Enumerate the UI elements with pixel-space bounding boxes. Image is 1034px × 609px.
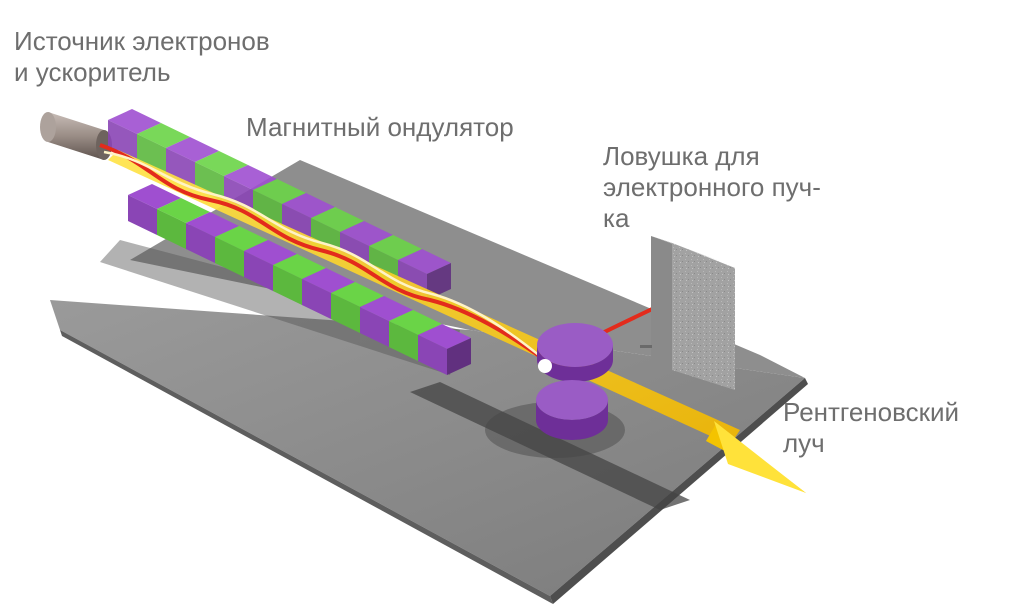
magnet-block-face (157, 198, 210, 223)
label-xray-beam: Рентгеновский луч (783, 397, 959, 459)
label-line: Магнитный ондулятор (246, 112, 514, 142)
label-line: луч (783, 428, 825, 458)
magnet-block-face (427, 263, 451, 300)
magnet-block-face (215, 237, 244, 277)
magnet-block-face (244, 240, 297, 265)
magnet-block-face (128, 195, 157, 235)
magnet-block-face (389, 310, 442, 335)
magnet-block-face (244, 251, 273, 291)
magnet-block-face (447, 338, 471, 375)
magnet-block-face (302, 268, 355, 293)
label-line: Ловушка для (603, 141, 760, 171)
magnet-block-face (166, 137, 219, 162)
magnet-block-face (273, 265, 302, 305)
beam-dump-icon (640, 236, 743, 390)
magnet-block-face (128, 184, 181, 209)
label-magnetic-undulator: Магнитный ондулятор (246, 112, 514, 143)
electron-gun-icon (40, 112, 112, 160)
magnet-block-face (224, 165, 277, 190)
magnet-block-face (253, 179, 306, 204)
magnet-block-face (398, 249, 451, 274)
label-line: Источник электронов (14, 26, 270, 56)
magnet-block-face (195, 162, 224, 202)
magnet-block-face (360, 307, 389, 347)
magnet-block-face (137, 134, 166, 174)
magnet-block-face (389, 321, 418, 361)
label-line: ка (603, 203, 630, 233)
magnet-block-face (331, 293, 360, 333)
magnet-block-face (273, 254, 326, 279)
magnet-block-face (340, 221, 393, 246)
magnet-block-face (418, 335, 447, 375)
magnet-block-face (108, 120, 137, 160)
magnet-block-face (157, 209, 186, 249)
magnet-block-face (195, 151, 248, 176)
label-line: Рентгеновский (783, 397, 960, 427)
magnet-block-face (108, 109, 161, 134)
label-line: электронного пуч- (603, 172, 821, 202)
undulator-magnets-icon (108, 109, 471, 375)
label-line: и ускоритель (14, 57, 171, 87)
magnet-block-face (166, 148, 195, 188)
magnet-block-face (186, 223, 215, 263)
magnet-block-face (331, 282, 384, 307)
magnet-block-face (282, 193, 335, 218)
magnet-block-face (186, 212, 239, 237)
magnet-block-face (137, 123, 190, 148)
magnet-block-face (369, 235, 422, 260)
magnet-block-face (253, 190, 282, 230)
bending-magnet-icon (536, 323, 613, 440)
magnet-block-face (215, 226, 268, 251)
label-electron-source: Источник электронов и ускоритель (14, 26, 270, 88)
magnet-block-face (302, 279, 331, 319)
magnet-block-face (418, 324, 471, 349)
magnet-block-face (360, 296, 413, 321)
label-electron-beam-dump: Ловушка для электронного пуч- ка (603, 141, 821, 234)
magnet-block-face (311, 207, 364, 232)
